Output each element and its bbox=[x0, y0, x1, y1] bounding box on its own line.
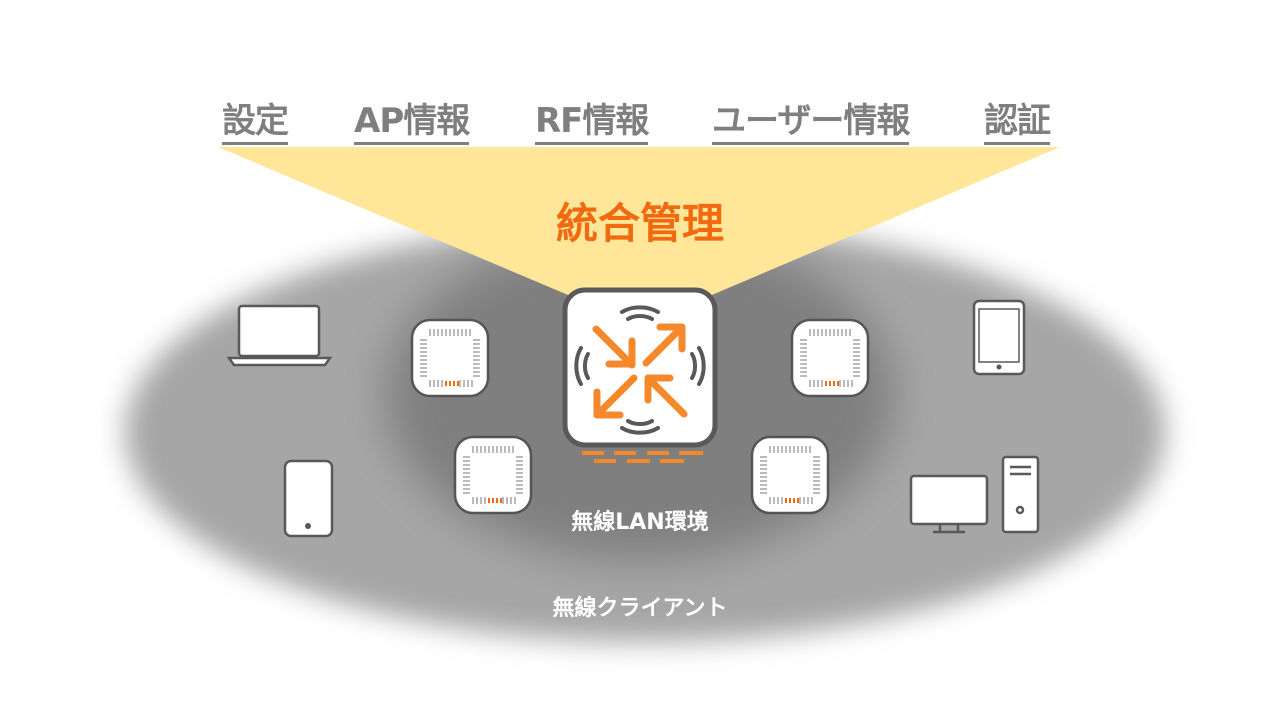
label-rf-info: RF情報 bbox=[535, 100, 649, 145]
access-point-icon bbox=[750, 435, 830, 515]
access-point-icon bbox=[790, 318, 870, 398]
controller-icon bbox=[562, 287, 718, 463]
label-ap-info: AP情報 bbox=[354, 100, 470, 145]
wlan-label: 無線LAN環境 bbox=[571, 510, 709, 535]
access-point-icon bbox=[453, 435, 533, 515]
smartphone-icon bbox=[283, 459, 334, 538]
management-funnel bbox=[218, 147, 1060, 300]
tablet-icon bbox=[972, 299, 1026, 376]
label-user-info: ユーザー情報 bbox=[712, 100, 910, 145]
desktop-pc-icon bbox=[909, 455, 1040, 534]
client-label: 無線クライアント bbox=[552, 596, 728, 621]
access-point-icon bbox=[410, 318, 490, 398]
center-title: 統合管理 bbox=[555, 199, 724, 248]
laptop-icon bbox=[226, 304, 333, 367]
label-authentication: 認証 bbox=[984, 100, 1051, 145]
label-settings: 設定 bbox=[222, 100, 289, 145]
